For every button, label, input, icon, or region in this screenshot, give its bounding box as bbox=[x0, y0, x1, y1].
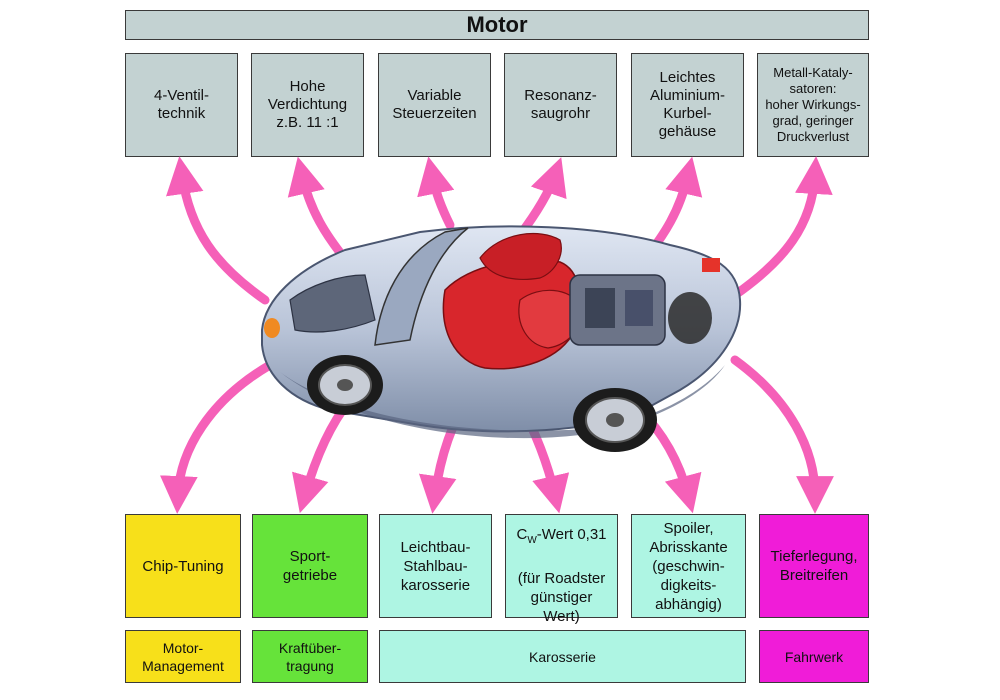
top-box-4: Resonanz- saugrohr bbox=[504, 53, 617, 157]
top-box-4-label: Resonanz- saugrohr bbox=[524, 87, 597, 122]
bottom-box-5-label: Spoiler, Abrisskante (geschwin- digkeits… bbox=[649, 519, 728, 613]
bottom-box-6-label: Tieferlegung, Breitreifen bbox=[770, 548, 858, 584]
bottom-box-2-label: Sport- getriebe bbox=[282, 548, 338, 584]
arrow-down-6 bbox=[730, 355, 834, 514]
bottom-box-6: Tieferlegung, Breitreifen bbox=[759, 514, 869, 618]
bottom-box-1: Chip-Tuning bbox=[125, 514, 241, 618]
title-bar: Motor bbox=[125, 10, 869, 40]
arrow-down-1 bbox=[159, 360, 275, 514]
cw-symbol: C bbox=[516, 526, 528, 543]
bottom-box-4-label: CW-Wert 0,31 (für Roadster günstiger Wer… bbox=[516, 506, 606, 626]
top-box-3-label: Variable Steuerzeiten bbox=[392, 87, 477, 122]
bottom-box-1-label: Chip-Tuning bbox=[142, 557, 224, 575]
top-box-6-label: Metall-Kataly- satoren: hoher Wirkungs- … bbox=[765, 65, 861, 144]
top-box-3: Variable Steuerzeiten bbox=[378, 53, 491, 157]
arrow-up-3 bbox=[417, 156, 455, 230]
bottom-box-4: CW-Wert 0,31 (für Roadster günstiger Wer… bbox=[505, 514, 618, 625]
arrow-up-6 bbox=[730, 156, 833, 300]
category-fahrwerk-label: Fahrwerk bbox=[784, 648, 844, 665]
category-motor-management-label: Motor- Management bbox=[142, 639, 224, 674]
category-karosserie-label: Karosserie bbox=[529, 648, 596, 665]
top-box-5-label: Leichtes Aluminium- Kurbel- gehäuse bbox=[649, 69, 725, 140]
bottom-box-2: Sport- getriebe bbox=[252, 514, 368, 618]
bottom-box-5: Spoiler, Abrisskante (geschwin- digkeits… bbox=[631, 514, 746, 618]
top-box-6: Metall-Kataly- satoren: hoher Wirkungs- … bbox=[757, 53, 869, 157]
top-box-1-label: 4-Ventil- technik bbox=[153, 87, 210, 122]
cw-subscript: W bbox=[527, 535, 537, 546]
category-kraftuebertragung-label: Kraftüber- tragung bbox=[278, 639, 342, 674]
category-fahrwerk: Fahrwerk bbox=[759, 630, 869, 683]
top-box-5: Leichtes Aluminium- Kurbel- gehäuse bbox=[631, 53, 744, 157]
bottom-box-3-label: Leichtbau- Stahlbau- karosserie bbox=[400, 538, 471, 594]
arrow-up-1 bbox=[166, 156, 270, 305]
cw-value: -Wert 0,31 bbox=[536, 526, 607, 543]
car-cutaway-illustration bbox=[261, 225, 742, 452]
category-kraftuebertragung: Kraftüber- tragung bbox=[252, 630, 368, 683]
top-box-2: Hohe Verdichtung z.B. 11 :1 bbox=[251, 53, 364, 157]
bottom-box-3: Leichtbau- Stahlbau- karosserie bbox=[379, 514, 492, 618]
top-box-2-label: Hohe Verdichtung z.B. 11 :1 bbox=[267, 78, 348, 131]
title-text: Motor bbox=[466, 12, 528, 37]
category-motor-management: Motor- Management bbox=[125, 630, 241, 683]
category-karosserie: Karosserie bbox=[379, 630, 746, 683]
cw-note: (für Roadster günstiger Wert) bbox=[517, 570, 606, 625]
